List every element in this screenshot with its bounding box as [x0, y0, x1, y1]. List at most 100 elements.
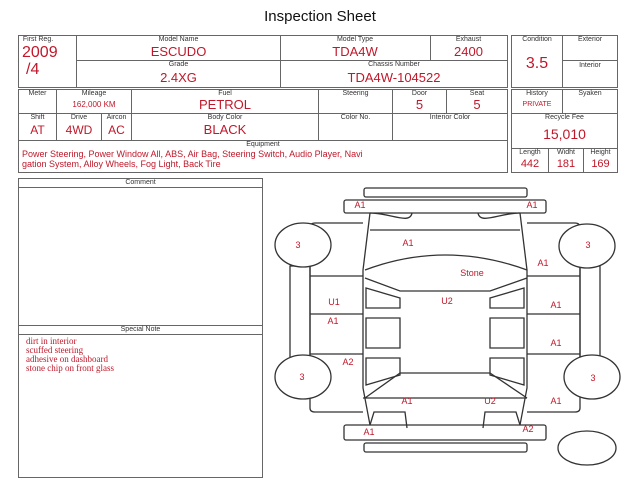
- length-label: Length: [519, 149, 541, 156]
- shift-value: AT: [30, 123, 45, 137]
- special-note-label: Special Note: [120, 326, 161, 333]
- first-reg-month: /4: [26, 61, 40, 78]
- equipment-line-2: gation System, Alloy Wheels, Fog Light, …: [22, 159, 221, 169]
- door-value: 5: [415, 97, 424, 112]
- mark: A1: [327, 316, 338, 326]
- mark: U2: [441, 296, 453, 306]
- body-color-label: Body Color: [207, 114, 243, 121]
- exhaust-value: 2400: [454, 44, 483, 59]
- width-value: 181: [556, 158, 576, 170]
- condition-label: Condition: [522, 36, 552, 43]
- width-label: Widht: [557, 149, 575, 156]
- model-type-value: TDA4W: [332, 44, 378, 59]
- history-value: PRIVATE: [522, 101, 552, 108]
- steering-label: Steering: [342, 90, 369, 97]
- chassis-cell: [280, 60, 508, 88]
- mark: U2: [484, 396, 496, 406]
- mark: A1: [550, 396, 561, 406]
- comment-header: [18, 178, 263, 188]
- wheel-front-right: [558, 223, 616, 269]
- chassis-value: TDA4W-104522: [347, 70, 441, 85]
- hood: [369, 212, 521, 231]
- history-label: History: [526, 90, 548, 97]
- car-damage-diagram: A1 A1 A1 Stone A1 U1 U2 A1 A1 A1 A2 3 3 …: [274, 187, 621, 466]
- mark: 3: [299, 372, 304, 382]
- page-title: Inspection Sheet: [264, 8, 376, 25]
- interior-label: Interior: [579, 62, 601, 69]
- chassis-label: Chassis Number: [368, 61, 420, 68]
- rear-window: [363, 372, 528, 429]
- model-type-label: Model Type: [336, 36, 374, 43]
- special-note-item: scuffed steering: [26, 345, 84, 355]
- seat-value: 5: [473, 97, 481, 112]
- special-note-item: dirt in interior: [26, 336, 77, 346]
- recycle-fee-value: 15,010: [543, 126, 586, 142]
- mark: 3: [590, 373, 595, 383]
- front-bar: [363, 187, 528, 198]
- mark: A1: [526, 200, 537, 210]
- spare-tire: [557, 430, 617, 466]
- cabin-left: [365, 287, 401, 386]
- shift-label: Shift: [30, 114, 45, 121]
- front-bumper: [343, 199, 547, 214]
- mark: A1: [550, 300, 561, 310]
- color-no-label: Color No.: [340, 114, 371, 121]
- fuel-label: Fuel: [218, 90, 232, 97]
- mark: Stone: [460, 268, 484, 278]
- mark: A1: [363, 427, 374, 437]
- exterior-label: Exterior: [577, 36, 603, 43]
- special-note-item: adhesive on dashboard: [26, 354, 108, 364]
- mark: A1: [537, 258, 548, 268]
- height-value: 169: [591, 158, 610, 170]
- windshield: [364, 254, 528, 292]
- right-step: [579, 265, 601, 363]
- equipment-label: Equipment: [246, 141, 280, 148]
- comment-label: Comment: [125, 179, 156, 186]
- body-outline: [362, 212, 528, 426]
- syaken-label: Syaken: [578, 90, 602, 97]
- special-note-item: stone chip on front glass: [26, 363, 114, 373]
- mileage-label: Mileage: [81, 90, 107, 97]
- mark: U1: [328, 297, 340, 307]
- exhaust-label: Exhaust: [455, 36, 482, 43]
- mark: A1: [550, 338, 561, 348]
- drive-label: Drive: [70, 114, 88, 121]
- interior-cell: [562, 60, 618, 88]
- equipment-line-1: Power Steering, Power Window All, ABS, A…: [22, 149, 363, 159]
- drive-value: 4WD: [65, 123, 93, 137]
- fuel-value: PETROL: [198, 97, 251, 112]
- recycle-fee-label: Recycle Fee: [545, 114, 584, 121]
- door-label: Door: [411, 90, 428, 97]
- interior-color-label: Interior Color: [429, 114, 471, 121]
- aircon-value: AC: [108, 123, 125, 137]
- left-step: [289, 265, 311, 363]
- mark: A2: [342, 357, 353, 367]
- first-reg-label: First Reg.: [22, 36, 54, 43]
- condition-value: 3.5: [525, 55, 549, 72]
- special-note-header: [18, 325, 263, 335]
- mark: A1: [354, 200, 365, 210]
- aircon-label: Aircon: [106, 114, 127, 121]
- model-name-value: ESCUDO: [150, 44, 207, 59]
- mark: 3: [295, 240, 300, 250]
- wheel-front-left: [274, 222, 332, 268]
- mark: 3: [585, 240, 590, 250]
- grade-label: Grade: [168, 61, 189, 68]
- mileage-value: 162,000 KM: [72, 100, 116, 109]
- mark: A1: [401, 396, 412, 406]
- model-name-label: Model Name: [158, 36, 199, 43]
- height-cell: [583, 148, 618, 173]
- rear-bar: [363, 442, 528, 453]
- wheel-rear-left: [274, 354, 332, 400]
- meter-label: Meter: [28, 90, 47, 97]
- height-label: Height: [590, 149, 611, 156]
- first-reg-year: 2009: [22, 44, 58, 61]
- grade-value: 2.4XG: [160, 70, 197, 85]
- length-value: 442: [520, 158, 540, 170]
- equipment-cell: [18, 140, 508, 173]
- cabin-right: [489, 287, 525, 386]
- mark: A2: [522, 424, 533, 434]
- wheel-rear-right: [563, 354, 621, 400]
- seat-label: Seat: [469, 90, 485, 97]
- rear-bumper: [343, 424, 547, 441]
